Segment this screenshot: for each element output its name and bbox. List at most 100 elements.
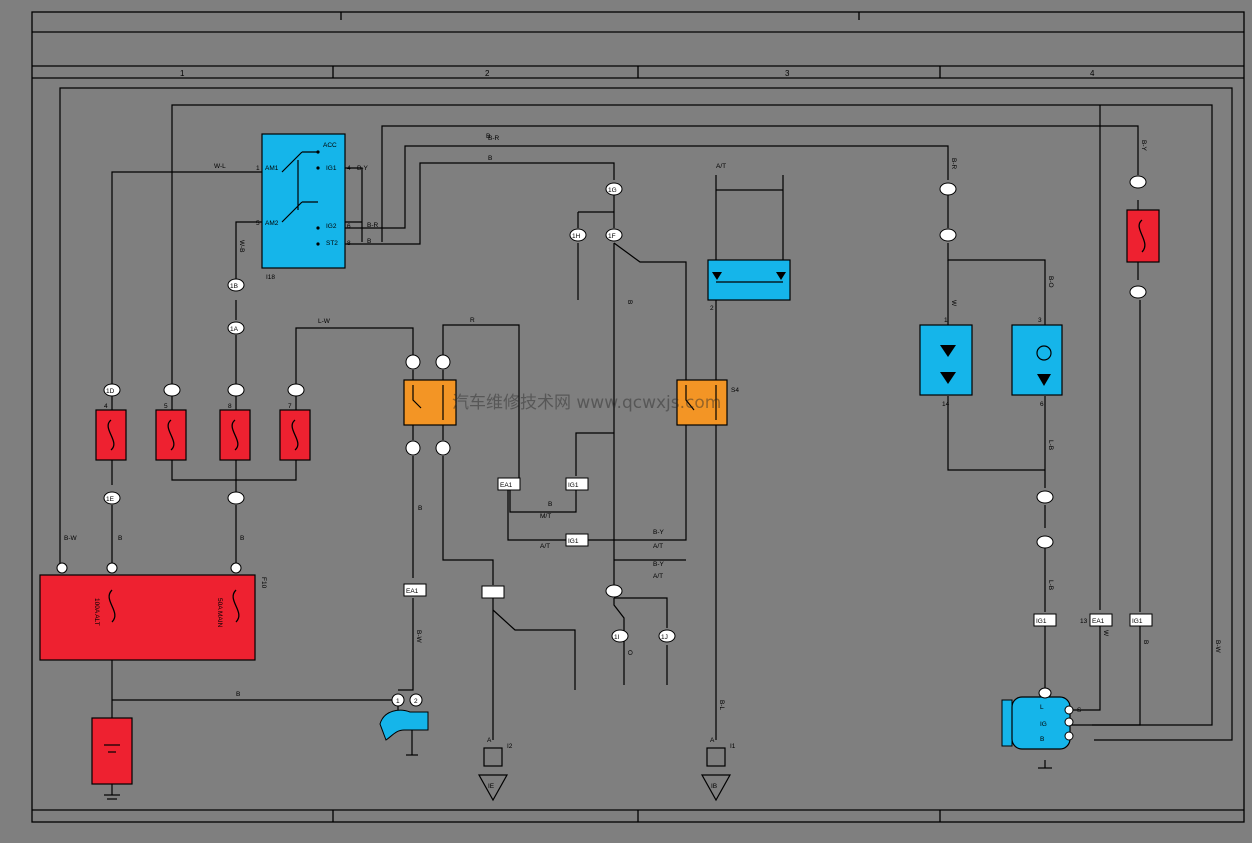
wire-by-top <box>381 125 1139 242</box>
diagram-frame <box>31 11 1245 823</box>
fuse-1 <box>95 409 127 461</box>
wire-bw2 <box>509 485 577 513</box>
label-w-2: W <box>1102 630 1109 637</box>
pin-ig1-num: 4 <box>347 165 351 172</box>
label-b-2: B <box>488 155 492 162</box>
wire-lamps <box>947 190 1046 325</box>
alt-pin-s: S <box>1077 707 1082 714</box>
wire-relay1-b <box>398 456 414 691</box>
label-lb: L-B <box>1047 440 1054 450</box>
label-bo: B-O <box>1047 276 1054 288</box>
ground-i2: I2 <box>507 743 513 750</box>
wire-labels: W-L W-B B-Y B-R B B-R B L-W R B-W B B B … <box>64 133 1221 711</box>
fuse-100a-label: 100A ALT <box>93 598 100 626</box>
charge-lamp <box>919 324 973 396</box>
pin-am2-label: AM2 <box>265 220 279 227</box>
label-at-3: A/T <box>653 573 663 580</box>
label-by-2: B-Y <box>653 529 665 536</box>
conn-1g: 1G <box>608 187 617 194</box>
fuse-tag-4: 4 <box>104 403 108 410</box>
wire-bw-outer <box>59 87 1233 741</box>
column-label-2: 2 <box>485 69 490 78</box>
wire-to-ig <box>1068 622 1141 726</box>
label-lb-2: L-B <box>1047 580 1054 590</box>
label-b-7: B <box>548 501 552 508</box>
pin-am1-num: 1 <box>256 165 260 172</box>
label-o: O <box>626 650 633 655</box>
gauge-lamp <box>1011 324 1063 396</box>
wire-relay1-g <box>442 456 494 585</box>
fuse-tag-5: 5 <box>164 403 168 410</box>
wire-wb <box>235 221 262 270</box>
alt-pin-l: L <box>1040 704 1044 711</box>
fuse-tag-13: 13 <box>1080 618 1088 625</box>
watermark: 汽车维修技术网 www.qcwxjs.com <box>452 393 721 413</box>
connector-markers: 1D 1E 1B 1A 1G 1H 1F 1I 1J <box>56 175 1147 699</box>
conn-1b: 1B <box>230 283 238 290</box>
ground-ib: IB <box>711 783 717 790</box>
wire-fuse4 <box>236 395 297 481</box>
fusible-link-block: 100A ALT 50A MAIN F10 <box>39 574 267 661</box>
conn-1f: 1F <box>608 233 616 240</box>
pin-st2-label: ST2 <box>326 240 338 247</box>
wire-by-ig <box>345 145 949 229</box>
label-b-9: B <box>626 300 633 304</box>
pin-am2-num: 5 <box>256 220 260 227</box>
label-br-1: B-R <box>367 222 379 229</box>
column-labels: 1 2 3 4 <box>180 69 1095 78</box>
label-b-5: B <box>236 691 240 698</box>
wire-st2 <box>345 162 615 245</box>
column-label-1: 1 <box>180 69 185 78</box>
wire-fuse2 <box>171 395 237 481</box>
label-by-3: B-Y <box>653 561 665 568</box>
label-b-8: B <box>1142 640 1149 644</box>
wire-c5 <box>614 597 668 685</box>
label-bw-2: B-W <box>415 630 422 644</box>
fuses-left <box>95 209 1160 461</box>
indicator-lamps <box>919 324 1063 396</box>
tag-ig1-c: IG1 <box>1036 618 1047 625</box>
label-b-3: B <box>118 535 122 542</box>
label-w-1: W <box>950 300 957 307</box>
label-bw-1: B-W <box>64 535 78 542</box>
neutral-relay <box>676 379 728 426</box>
column-label-3: 3 <box>785 69 790 78</box>
tag-ig1-b: IG1 <box>568 538 579 545</box>
pin-ig1-label: IG1 <box>326 165 337 172</box>
tag-ig1-a: IG1 <box>568 482 579 489</box>
wire-at <box>507 490 570 541</box>
alt-pin-ig: IG <box>1040 721 1047 728</box>
label-r: R <box>470 317 475 324</box>
at-indicator <box>707 259 791 301</box>
fuse-tag-8: 8 <box>228 403 232 410</box>
wire-c4 <box>613 598 625 685</box>
ground-i1: I1 <box>730 743 736 750</box>
tag-ea1-c: EA1 <box>1092 618 1105 625</box>
conn-1j: 1J <box>661 634 668 641</box>
alternator: L IG B S <box>1001 696 1082 769</box>
wire-to-s <box>1068 622 1101 711</box>
wire-mt <box>575 432 614 476</box>
wire-wl <box>111 171 262 385</box>
conn-1i: 1I <box>614 634 620 641</box>
ignition-switch: ACC AM1 IG1 AM2 IG2 ST2 1 5 4 6 8 I18 <box>256 133 351 281</box>
label-b-6: B <box>418 505 422 512</box>
label-b-4: B <box>240 535 244 542</box>
ground-a1: A <box>487 737 492 744</box>
label-mt: M/T <box>540 513 551 520</box>
label-bl: B-L <box>718 700 725 711</box>
wire-starter-b <box>112 699 399 710</box>
label-at-4: A/T <box>716 163 726 170</box>
fuse-tag-14: 14 <box>942 401 950 408</box>
fuse-tag-3: 3 <box>1038 317 1042 324</box>
label-br-2: B-R <box>488 135 500 142</box>
starter-pin-st: 2 <box>414 698 418 705</box>
tag-ea1-a: EA1 <box>406 588 419 595</box>
wire-lamp2 <box>947 396 1046 488</box>
wire-c1b <box>577 211 614 228</box>
ground-ie: IE <box>488 783 495 790</box>
label-b-1: B <box>367 238 371 245</box>
label-b-top: B <box>486 133 490 140</box>
wire-ig-bus <box>345 167 363 242</box>
